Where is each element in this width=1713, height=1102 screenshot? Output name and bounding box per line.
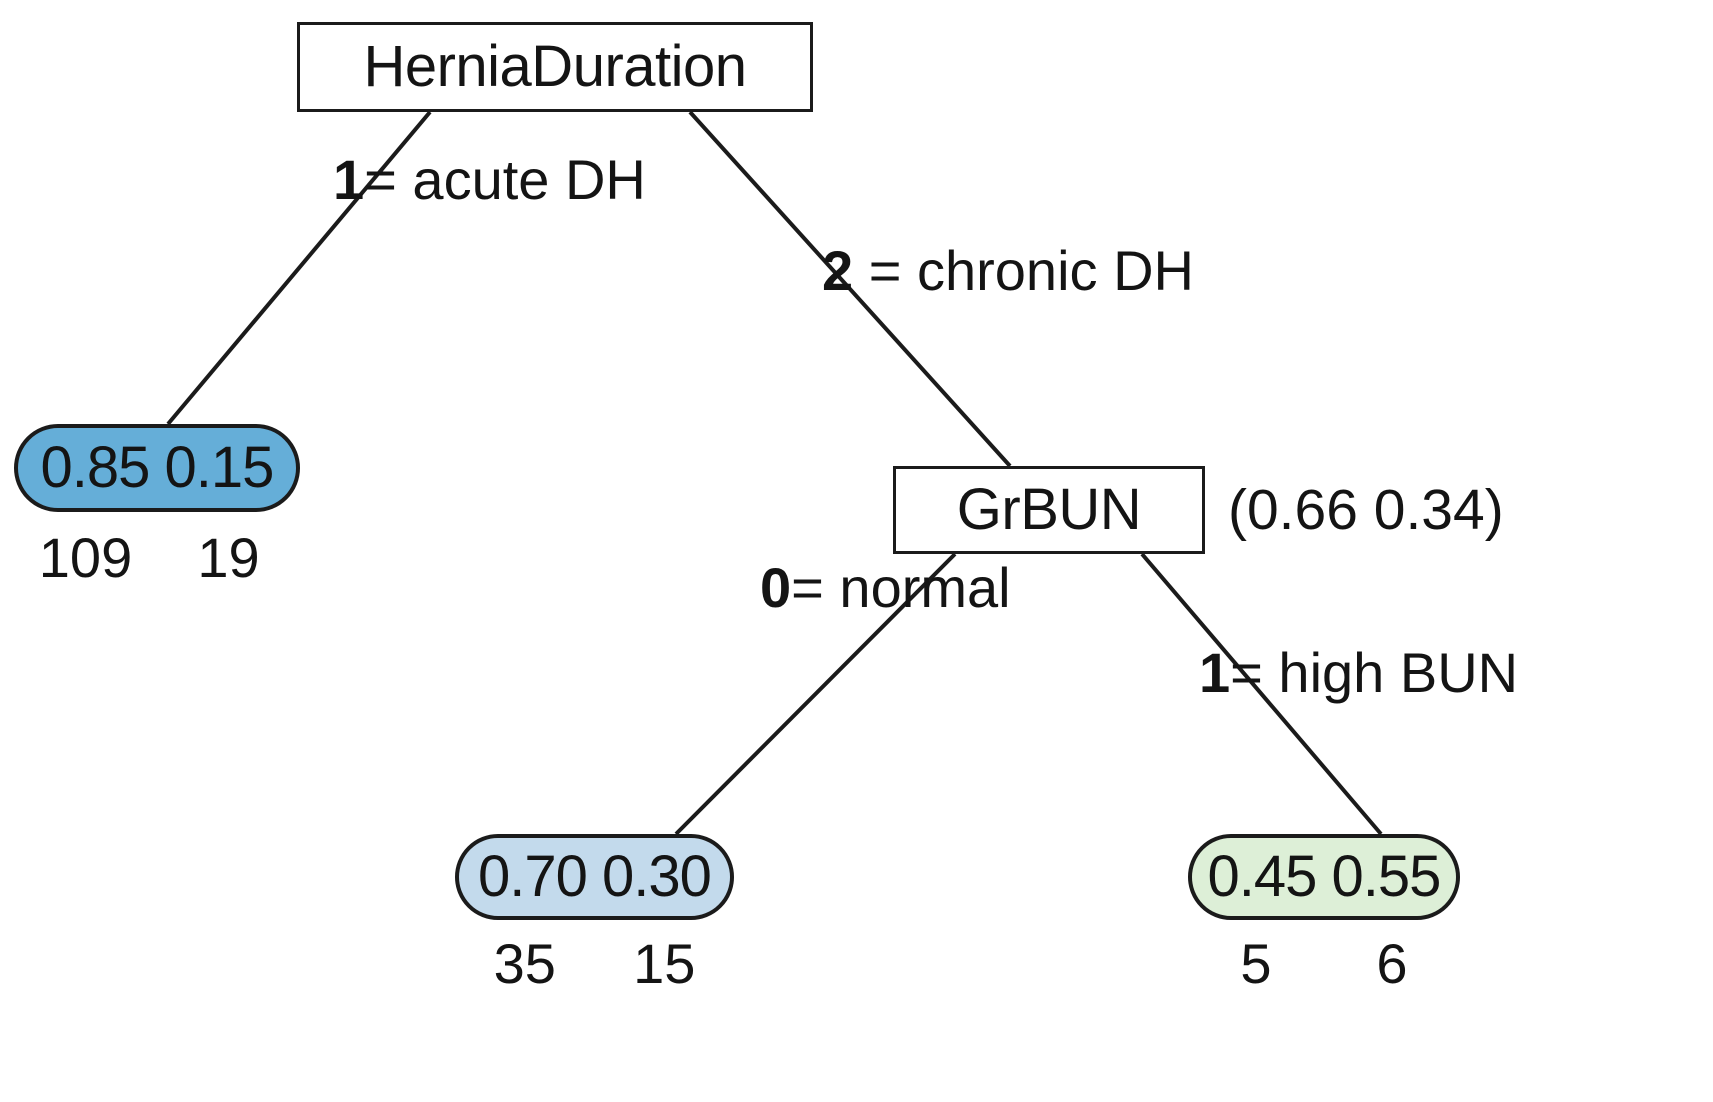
leaf-counts-chronic-normal-class1: 15 — [633, 932, 696, 995]
node-hernia-duration[interactable]: HerniaDuration — [297, 22, 813, 112]
edge-label-chronic-dh-desc: = chronic DH — [868, 239, 1194, 302]
edge-label-high-bun: 1= high BUN — [1199, 645, 1518, 701]
leaf-node-chronic-high[interactable]: 0.45 0.55 — [1188, 834, 1460, 920]
leaf-counts-chronic-high-class0: 5 — [1240, 932, 1272, 995]
leaf-counts-chronic-normal: 35 15 — [455, 936, 734, 992]
leaf-counts-chronic-high: 5 6 — [1188, 936, 1460, 992]
leaf-counts-chronic-high-class1: 6 — [1376, 932, 1408, 995]
leaf-node-chronic-normal-probabilities: 0.70 0.30 — [478, 844, 712, 909]
edge-label-high-bun-value: 1 — [1199, 641, 1231, 704]
node-grbun[interactable]: GrBUN — [893, 466, 1205, 554]
edge-label-normal-desc: = normal — [791, 556, 1011, 619]
edge-label-chronic-dh-value: 2 — [822, 239, 854, 302]
leaf-node-chronic-normal[interactable]: 0.70 0.30 — [455, 834, 734, 920]
node-grbun-label: GrBUN — [956, 477, 1142, 542]
edge-label-normal-value: 0 — [760, 556, 792, 619]
leaf-node-acute[interactable]: 0.85 0.15 — [14, 424, 300, 512]
edge-label-acute-dh-value: 1 — [333, 148, 365, 211]
node-hernia-duration-label: HerniaDuration — [363, 34, 747, 99]
leaf-counts-acute: 109 19 — [14, 530, 300, 586]
leaf-counts-chronic-normal-class0: 35 — [493, 932, 556, 995]
node-grbun-probability-annotation: (0.66 0.34) — [1228, 478, 1504, 542]
leaf-node-acute-probabilities: 0.85 0.15 — [40, 435, 275, 500]
leaf-node-chronic-high-probabilities: 0.45 0.55 — [1207, 844, 1442, 909]
edge-label-acute-dh-desc: = acute DH — [364, 148, 646, 211]
edge-label-acute-dh: 1= acute DH — [333, 152, 646, 208]
edge-label-chronic-dh: 2 = chronic DH — [822, 243, 1194, 299]
leaf-counts-acute-class1: 19 — [197, 526, 260, 589]
edge-label-high-bun-desc: = high BUN — [1230, 641, 1519, 704]
edge-label-normal: 0= normal — [760, 560, 1011, 616]
leaf-counts-acute-class0: 109 — [38, 526, 133, 589]
